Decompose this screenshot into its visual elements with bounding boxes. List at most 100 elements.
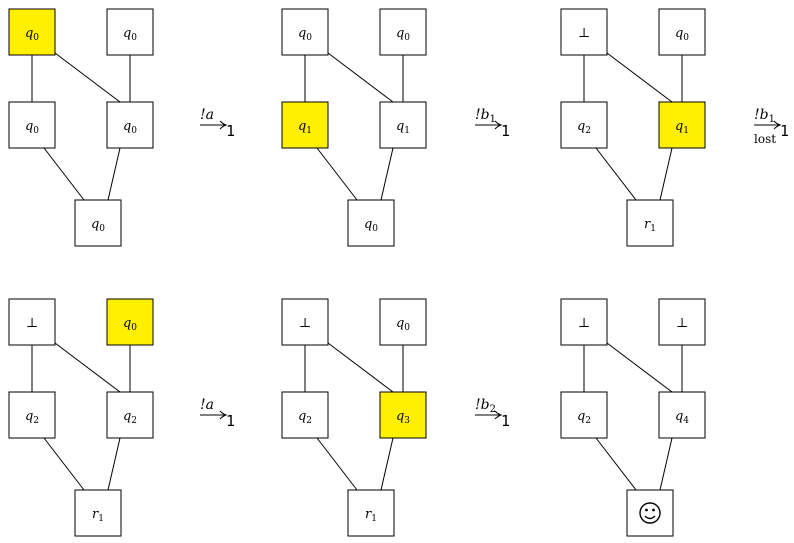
- node-label: r1: [644, 217, 656, 234]
- transition-arrow-3: !b1 1 lost: [754, 107, 789, 146]
- state-node: q2: [560, 101, 608, 149]
- transition-label: !a: [200, 397, 214, 413]
- node-label: ⊥: [299, 316, 311, 331]
- transition-label: !b1: [754, 107, 775, 125]
- edge: [107, 437, 121, 491]
- arrow-head: [773, 120, 782, 130]
- transition-arrow-5: !b2 1: [475, 397, 510, 430]
- node-box: [560, 8, 608, 56]
- node-label: ⊥: [578, 26, 590, 41]
- node-box: [347, 199, 395, 247]
- node-label: ⊥: [676, 316, 688, 331]
- smiley-icon: [639, 502, 661, 524]
- active-node-box: [658, 101, 706, 149]
- node-box: [281, 391, 329, 439]
- node-box: [658, 8, 706, 56]
- transition-target: 1: [780, 122, 789, 140]
- node-box: [281, 8, 329, 56]
- edge: [380, 437, 394, 491]
- state-node: r1: [347, 489, 395, 537]
- edge: [659, 437, 673, 491]
- node-box: [106, 8, 154, 56]
- active-node-box: [106, 298, 154, 346]
- edge: [327, 342, 394, 393]
- arrow-head: [494, 410, 503, 420]
- transition-target: 1: [226, 122, 235, 140]
- node-box: [658, 391, 706, 439]
- state-node: ⊥: [560, 298, 608, 346]
- active-node-box: [379, 391, 427, 439]
- node-box: [106, 391, 154, 439]
- edge: [659, 147, 673, 201]
- node-label: ⊥: [26, 316, 38, 331]
- state-node: [626, 489, 674, 537]
- state-node: q0: [8, 8, 56, 56]
- graph-2: q0 q0 q1 q1 q0: [281, 8, 427, 247]
- state-node: q1: [379, 101, 427, 149]
- node-box: [379, 298, 427, 346]
- node-box: [626, 199, 674, 247]
- state-node: q2: [106, 391, 154, 439]
- state-node: r1: [74, 489, 122, 537]
- node-box: [626, 489, 674, 537]
- node-box: [8, 391, 56, 439]
- node-box: [560, 101, 608, 149]
- state-node: q1: [658, 101, 706, 149]
- state-node: ⊥: [281, 298, 329, 346]
- state-node: ⊥: [658, 298, 706, 346]
- state-node: q0: [347, 199, 395, 247]
- state-node: q0: [8, 101, 56, 149]
- transition-label: !b1: [475, 107, 496, 125]
- active-node-box: [8, 8, 56, 56]
- node-box: [281, 298, 329, 346]
- edge: [107, 147, 121, 201]
- active-node-box: [281, 101, 329, 149]
- transition-label: !b2: [475, 397, 496, 415]
- edge: [43, 437, 85, 491]
- node-box: [8, 298, 56, 346]
- state-node: q0: [106, 101, 154, 149]
- node-box: [106, 101, 154, 149]
- state-node: q3: [379, 391, 427, 439]
- node-box: [379, 101, 427, 149]
- edge: [595, 437, 637, 491]
- node-box: [8, 101, 56, 149]
- state-node: q0: [106, 8, 154, 56]
- node-box: [347, 489, 395, 537]
- state-node: q0: [658, 8, 706, 56]
- edge: [606, 342, 673, 393]
- edge: [316, 437, 358, 491]
- graph-1: q0 q0 q0 q0 q0: [8, 8, 154, 247]
- state-node: q2: [281, 391, 329, 439]
- edge: [380, 147, 394, 201]
- state-node: q0: [379, 298, 427, 346]
- state-node: q1: [281, 101, 329, 149]
- state-node: q4: [658, 391, 706, 439]
- edge: [606, 52, 673, 103]
- node-box: [379, 8, 427, 56]
- node-box: [560, 391, 608, 439]
- state-node: q0: [281, 8, 329, 56]
- state-node: q0: [379, 8, 427, 56]
- graph-5: ⊥ q0 q2 q3 r1: [281, 298, 427, 537]
- node-box: [560, 298, 608, 346]
- node-box: [658, 298, 706, 346]
- arrow-head: [219, 120, 228, 130]
- graph-3: ⊥ q0 q2 q1 r1: [560, 8, 706, 247]
- edge: [316, 147, 358, 201]
- edge: [54, 342, 121, 393]
- state-node: q2: [560, 391, 608, 439]
- graph-6: ⊥ ⊥ q2 q4: [560, 298, 706, 537]
- edge: [54, 52, 121, 103]
- state-node: q0: [74, 199, 122, 247]
- transition-target: 1: [226, 412, 235, 430]
- node-label: r1: [92, 507, 104, 524]
- arrow-head: [494, 120, 503, 130]
- transition-target: 1: [501, 412, 510, 430]
- transition-note: lost: [754, 132, 776, 146]
- node-box: [74, 489, 122, 537]
- transition-arrow-1: !a 1: [200, 107, 235, 140]
- transition-arrow-2: !b11: [475, 107, 510, 140]
- transition-label: !a: [200, 107, 214, 123]
